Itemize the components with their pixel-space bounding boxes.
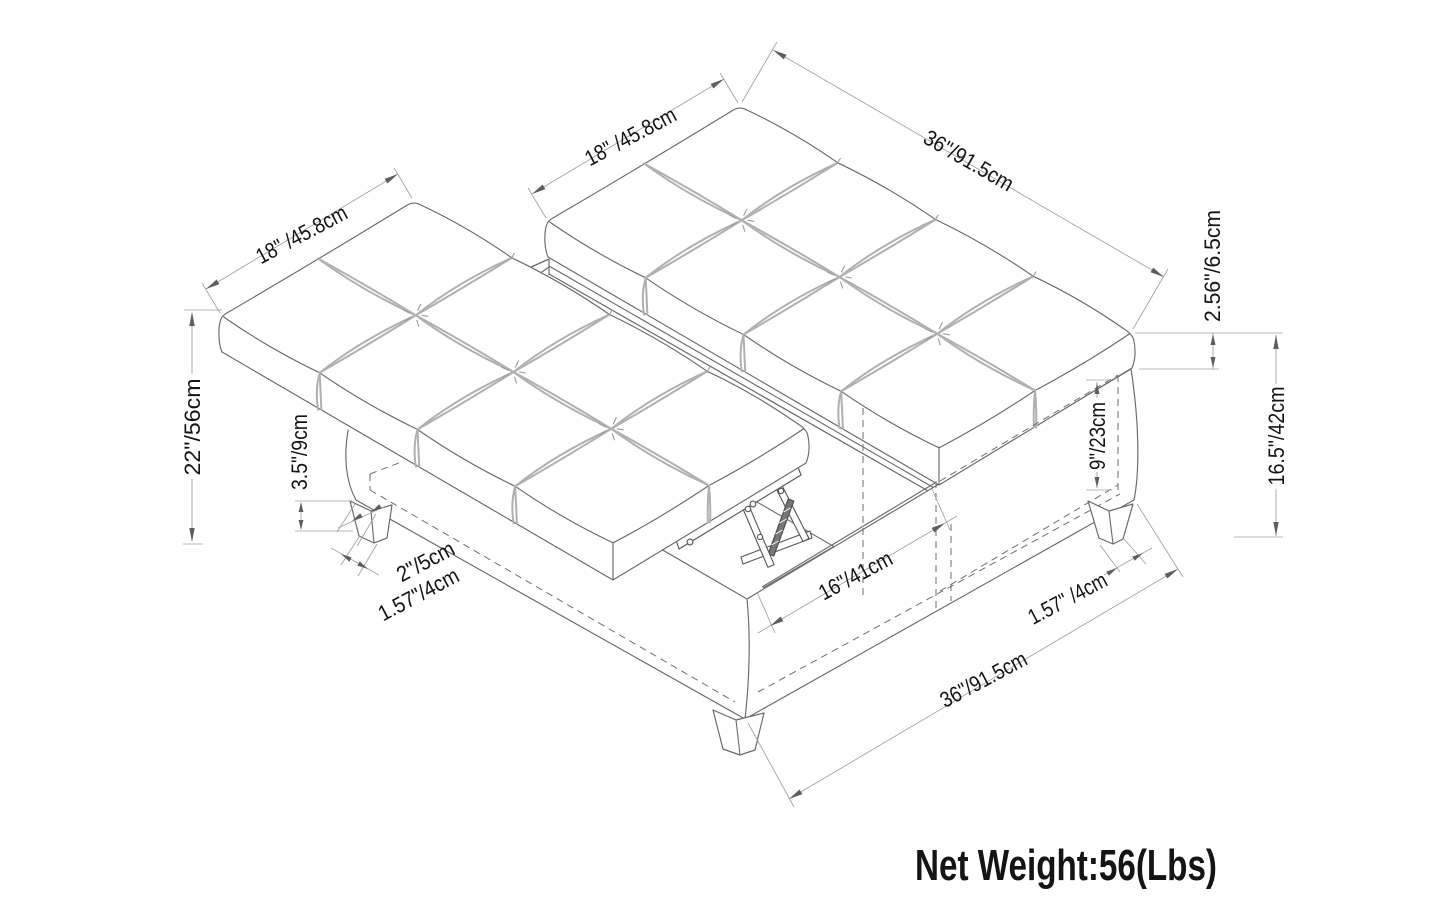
svg-text:16.5"/42cm: 16.5"/42cm bbox=[1264, 387, 1289, 486]
svg-text:Net Weight:56(Lbs): Net Weight:56(Lbs) bbox=[915, 841, 1217, 890]
svg-text:9"/23cm: 9"/23cm bbox=[1085, 402, 1110, 470]
svg-text:3.5"/9cm: 3.5"/9cm bbox=[287, 414, 312, 490]
svg-text:2.56"/6.5cm: 2.56"/6.5cm bbox=[1200, 210, 1225, 322]
svg-text:22"/56cm: 22"/56cm bbox=[180, 379, 205, 476]
